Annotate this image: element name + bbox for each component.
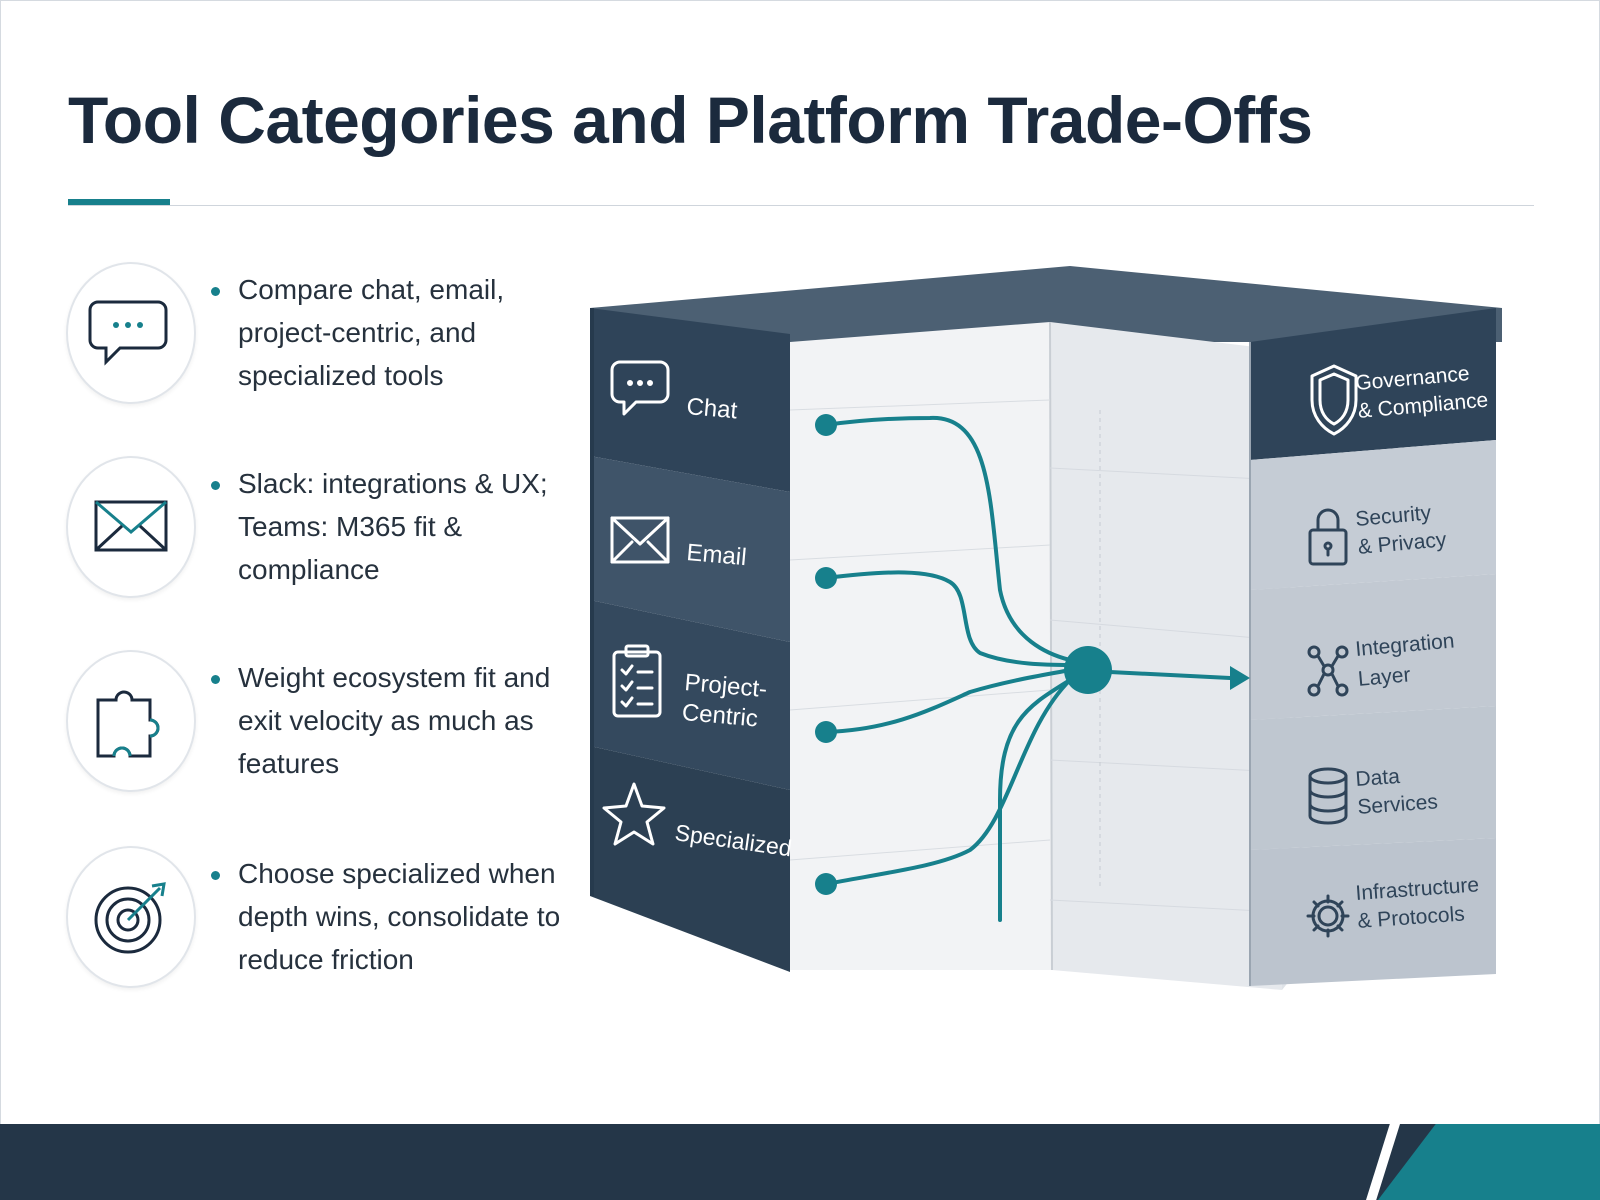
bullet-text: Slack: integrations & UX; Teams: M365 fi… <box>238 468 548 585</box>
arrow-head <box>1230 666 1250 690</box>
category-label-email: Email <box>685 539 747 571</box>
footer-bar <box>0 1124 1600 1200</box>
connector-dot-chat <box>815 414 837 436</box>
connector-dot-project <box>815 721 837 743</box>
bullet-icon-circle <box>66 456 196 598</box>
layer-label-data: DataServices <box>1355 762 1439 818</box>
bullet-dot <box>211 481 220 490</box>
title-divider <box>68 205 1534 206</box>
connector-dot-email <box>815 567 837 589</box>
bullet-dot <box>211 287 220 296</box>
chat-bubble-icon <box>88 300 168 366</box>
connector-dot-specialized <box>815 873 837 895</box>
star-icon <box>602 782 666 846</box>
bullet-dot <box>211 675 220 684</box>
bullet-item: Weight ecosystem fit and exit velocity a… <box>66 650 566 792</box>
platform-stack-diagram: Chat Email Project-Centric Specialized <box>590 266 1502 990</box>
bullet-item: Slack: integrations & UX; Teams: M365 fi… <box>66 456 566 598</box>
bullet-text: Compare chat, email, project-centric, an… <box>238 274 505 391</box>
title-accent-bar <box>68 199 170 205</box>
hub-node <box>1064 646 1112 694</box>
bullet-item: Choose specialized when depth wins, cons… <box>66 846 566 988</box>
database-icon <box>1308 767 1348 825</box>
stack-top-slab <box>590 266 1502 342</box>
category-label-project-centric: Project-Centric <box>681 669 768 733</box>
target-icon <box>94 882 166 954</box>
page-title: Tool Categories and Platform Trade-Offs <box>68 83 1313 157</box>
left-category-stack <box>590 308 790 972</box>
bullet-item: Compare chat, email, project-centric, an… <box>66 262 566 404</box>
bullet-text: Weight ecosystem fit and exit velocity a… <box>238 662 551 779</box>
bullet-icon-circle <box>66 650 196 792</box>
bullet-text: Choose specialized when depth wins, cons… <box>238 858 561 975</box>
bullet-icon-circle <box>66 846 196 988</box>
connector-lines <box>824 415 1232 922</box>
puzzle-piece-icon <box>96 690 160 758</box>
bullet-icon-circle <box>66 262 196 404</box>
envelope-icon <box>610 516 670 564</box>
bullet-dot <box>211 871 220 880</box>
envelope-icon <box>94 500 168 552</box>
category-label-chat: Chat <box>685 393 738 424</box>
shield-icon <box>1310 364 1358 436</box>
clipboard-checklist-icon <box>612 644 662 718</box>
chat-bubble-icon <box>610 360 670 416</box>
padlock-icon <box>1308 508 1348 566</box>
gear-icon <box>1306 894 1350 938</box>
network-nodes-icon <box>1307 645 1349 697</box>
